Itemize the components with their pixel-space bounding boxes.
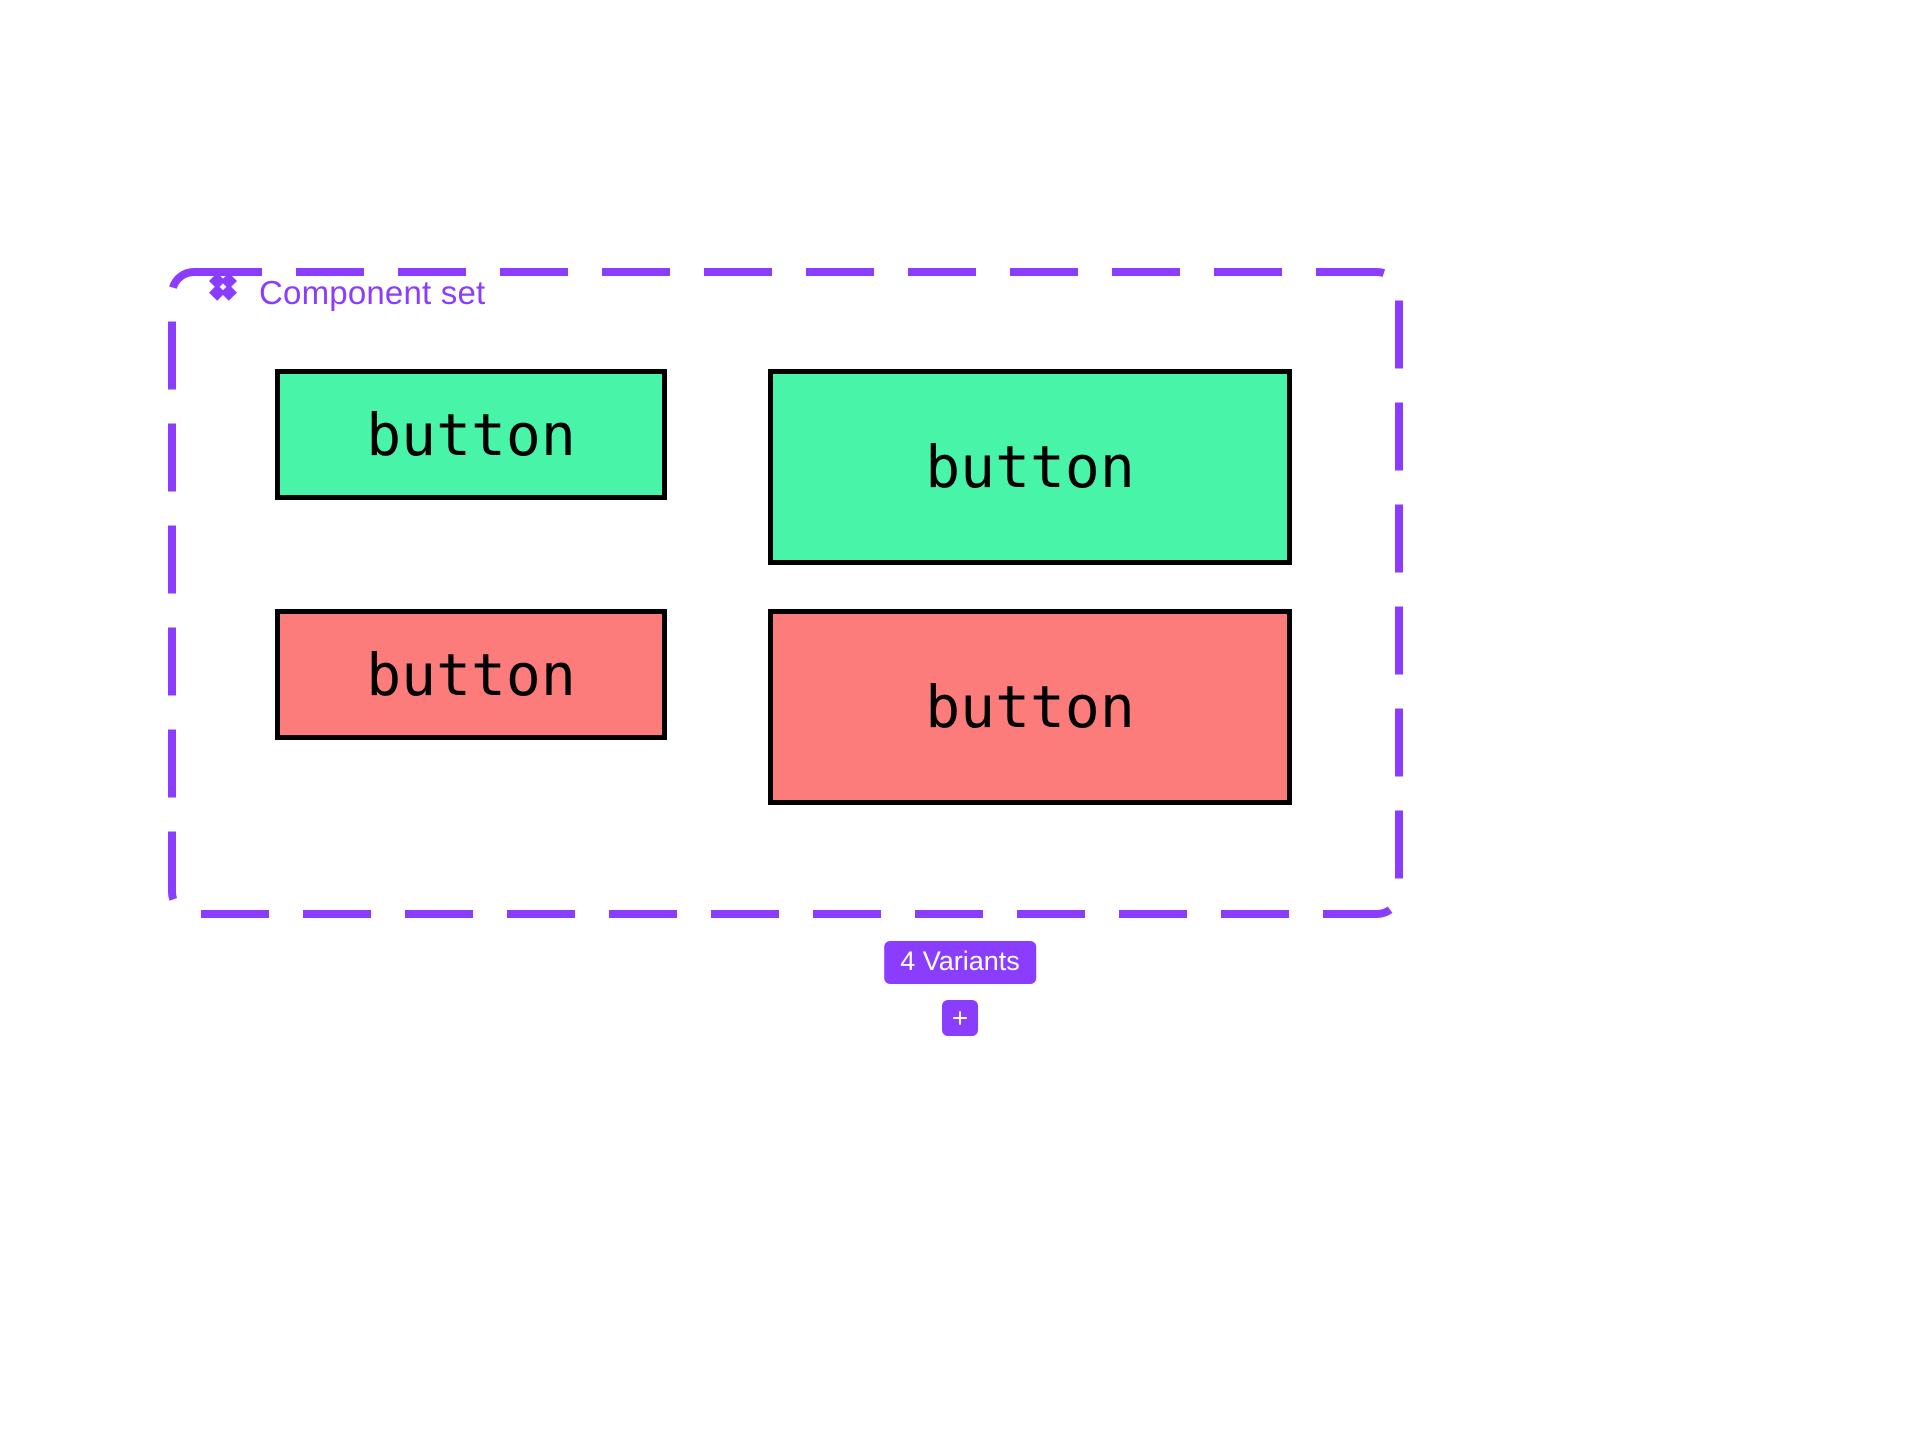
add-variant-button[interactable] (942, 1000, 978, 1036)
variant-button-label: button (925, 433, 1135, 501)
variants-count-badge[interactable]: 4 Variants (884, 941, 1036, 984)
plus-icon (953, 1011, 967, 1025)
component-set-title: Component set (259, 273, 486, 311)
variant-button-large-default[interactable]: button (768, 369, 1292, 565)
variant-button-label: button (366, 640, 576, 709)
variant-button-large-danger[interactable]: button (768, 609, 1292, 805)
variant-button-label: button (925, 673, 1135, 741)
variant-button-label: button (366, 400, 576, 469)
component-set-label[interactable]: Component set (205, 270, 485, 314)
component-set-diamonds-icon (208, 274, 238, 301)
variant-button-small-default[interactable]: button (275, 369, 667, 500)
component-set-dashed-border (168, 268, 1403, 918)
variant-button-small-danger[interactable]: button (275, 609, 667, 740)
component-set-frame[interactable] (168, 268, 1403, 918)
